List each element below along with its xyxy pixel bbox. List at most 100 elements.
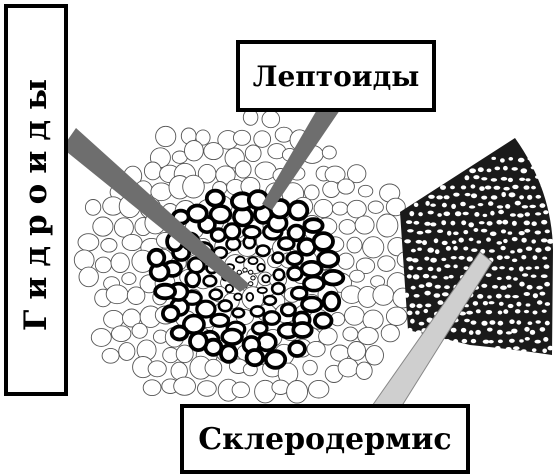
sclerodermis-lumen <box>541 220 547 225</box>
sclerodermis-lumen <box>528 321 533 325</box>
sclerodermis-lumen <box>465 193 471 196</box>
sclerodermis-lumen <box>430 258 437 263</box>
parenchyma-cell <box>185 141 204 161</box>
parenchyma-cell <box>366 346 384 365</box>
strand-cell <box>324 293 339 311</box>
sclerodermis-lumen <box>536 195 542 199</box>
sclerodermis-lumen <box>541 274 548 278</box>
strand-centre-cell <box>251 276 255 280</box>
sclerodermis-lumen <box>524 310 529 313</box>
sclerodermis-lumen <box>455 211 461 216</box>
sclerodermis-lumen <box>464 319 470 322</box>
parenchyma-cell <box>254 131 271 148</box>
sclerodermis-lumen <box>525 212 530 216</box>
sclerodermis-lumen <box>533 311 538 315</box>
sclerodermis-lumen <box>471 184 476 188</box>
sclerodermis-lumen <box>410 303 416 308</box>
strand-cell <box>211 206 231 222</box>
sclerodermis-lumen <box>414 221 420 225</box>
sclerodermis-lumen <box>540 292 546 296</box>
sclerodermis-lumen <box>525 178 530 181</box>
sclerodermis-lumen <box>519 195 524 199</box>
sclerodermis-lumen <box>509 319 514 324</box>
sclerodermis-lumen <box>506 347 512 351</box>
sclerodermis-lumen <box>491 195 498 199</box>
strand-cell <box>211 314 229 326</box>
sclerodermis-lumen <box>524 292 530 296</box>
sclerodermis-lumen <box>521 238 526 243</box>
sclerodermis-lumen <box>526 303 531 306</box>
sclerodermis-lumen <box>459 238 464 243</box>
sclerodermis-lumen <box>505 204 510 209</box>
sclerodermis-lumen <box>413 274 420 279</box>
sclerodermis-lumen <box>471 248 477 252</box>
parenchyma-cell <box>381 325 399 342</box>
sclerodermis-lumen <box>440 185 446 190</box>
sclerodermis-lumen <box>521 255 526 259</box>
sclerodermis-lumen <box>535 248 541 253</box>
sclerodermis-lumen <box>417 267 423 271</box>
sclerodermis-lumen <box>463 230 468 234</box>
sclerodermis-lumen <box>438 300 444 305</box>
strand-cell <box>236 257 245 263</box>
sclerodermis-lumen <box>427 248 434 253</box>
sclerodermis-lumen <box>535 266 540 269</box>
sclerodermis-lumen <box>486 310 492 314</box>
strand-centre-cell <box>237 270 241 274</box>
sclerodermis-lumen <box>481 177 487 180</box>
strand-cell <box>287 252 302 264</box>
sclerodermis-lumen <box>519 282 524 287</box>
sclerodermis-lumen <box>531 186 536 190</box>
sclerodermis-lumen <box>419 284 425 288</box>
strand-cell <box>266 351 285 368</box>
sclerodermis-lumen <box>527 285 533 290</box>
strand-cell <box>274 269 284 280</box>
sclerodermis-lumen <box>535 212 541 215</box>
sclerodermis-lumen <box>411 286 416 290</box>
sclerodermis-lumen <box>506 331 512 334</box>
sclerodermis-lumen <box>519 266 524 271</box>
sclerodermis-lumen <box>425 201 429 206</box>
sclerodermis-lumen <box>453 232 459 236</box>
sclerodermis-lumen <box>417 231 424 235</box>
parenchyma-cell <box>338 253 354 269</box>
parenchyma-cell <box>377 214 398 237</box>
sclerodermis-lumen <box>507 284 512 287</box>
sclerodermis-lumen <box>475 330 481 335</box>
parenchyma-cell <box>183 175 205 198</box>
parenchyma-cell <box>303 360 317 375</box>
sclerodermis-lumen <box>489 301 495 304</box>
parenchyma-cell <box>356 362 372 379</box>
sclerodermis-lumen <box>431 275 437 278</box>
sclerodermis-lumen <box>501 246 506 250</box>
sclerodermis-lumen <box>483 340 490 344</box>
sclerodermis-lumen <box>490 211 494 216</box>
sclerodermis-lumen <box>509 267 514 271</box>
sclerodermis-lumen <box>536 320 541 323</box>
parenchyma-cell <box>93 217 113 236</box>
sclerodermis-lumen <box>428 211 434 215</box>
sclerodermis-lumen <box>512 185 518 189</box>
sclerodermis-lumen <box>545 302 550 306</box>
sclerodermis-lumen <box>543 176 549 180</box>
sclerodermis-lumen <box>535 340 541 344</box>
hydroids-label-box: Гидроиды <box>4 4 68 396</box>
strand-cell <box>226 285 233 293</box>
sclerodermis-lumen <box>544 282 550 287</box>
strand-cell <box>257 264 264 272</box>
sclerodermis-lumen <box>512 259 517 263</box>
sclerodermis-lumen <box>442 241 448 245</box>
parenchyma-cell <box>386 307 407 325</box>
sclerodermis-lumen <box>487 328 493 332</box>
sclerodermis-lumen <box>478 203 484 206</box>
parenchyma-cell <box>368 201 383 213</box>
sclerodermis-lumen <box>547 239 554 244</box>
sclerodermis-lumen <box>545 230 550 234</box>
sclerodermis-lumen <box>516 320 521 324</box>
sclerodermis-lumen <box>519 231 525 235</box>
parenchyma-cell <box>350 270 365 282</box>
sclerodermis-lumen <box>444 264 450 268</box>
sclerodermis-lumen <box>498 210 504 214</box>
strand-cell <box>249 257 258 264</box>
strand-cell <box>289 202 307 220</box>
